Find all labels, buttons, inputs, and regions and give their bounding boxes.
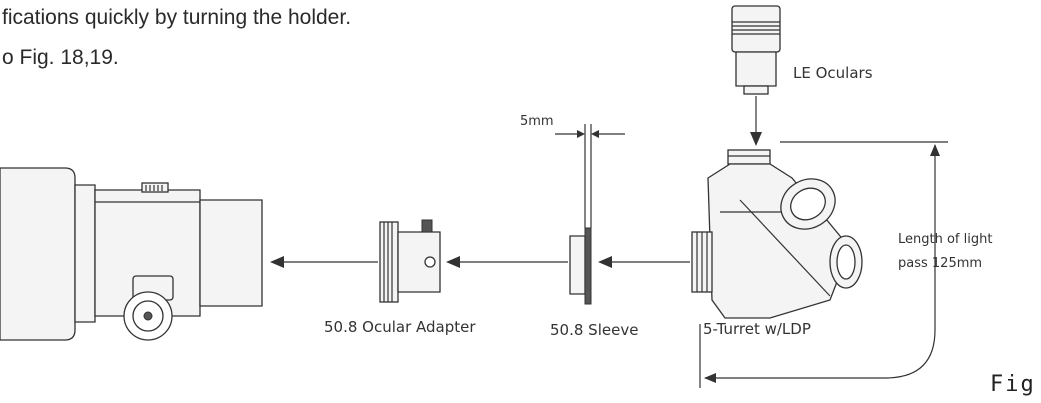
gap-dimension [555, 124, 625, 228]
gap-label: 5mm [520, 114, 554, 129]
sleeve-part [569, 227, 592, 305]
intro-line-1: fications quickly by turning the holder. [2, 6, 352, 29]
light-path-dimension [699, 141, 948, 388]
figure-label: Fig. [990, 372, 1041, 397]
le-ocular-part [731, 5, 781, 95]
turret-label: 5-Turret w/LDP [703, 320, 811, 338]
intro-line-2: o Fig. 18,19. [2, 46, 119, 69]
length-label-line-2: pass 125mm [898, 256, 983, 271]
telescope-body [0, 167, 263, 341]
assembly-arrows [270, 96, 762, 268]
length-label-line-1: Length of light [898, 232, 993, 247]
ocular-adapter-label: 50.8 Ocular Adapter [324, 318, 476, 336]
ocular-adapter-part [379, 219, 441, 303]
turret-part [691, 149, 863, 319]
oculars-label: LE Oculars [793, 64, 873, 82]
sleeve-label: 50.8 Sleeve [550, 321, 639, 339]
